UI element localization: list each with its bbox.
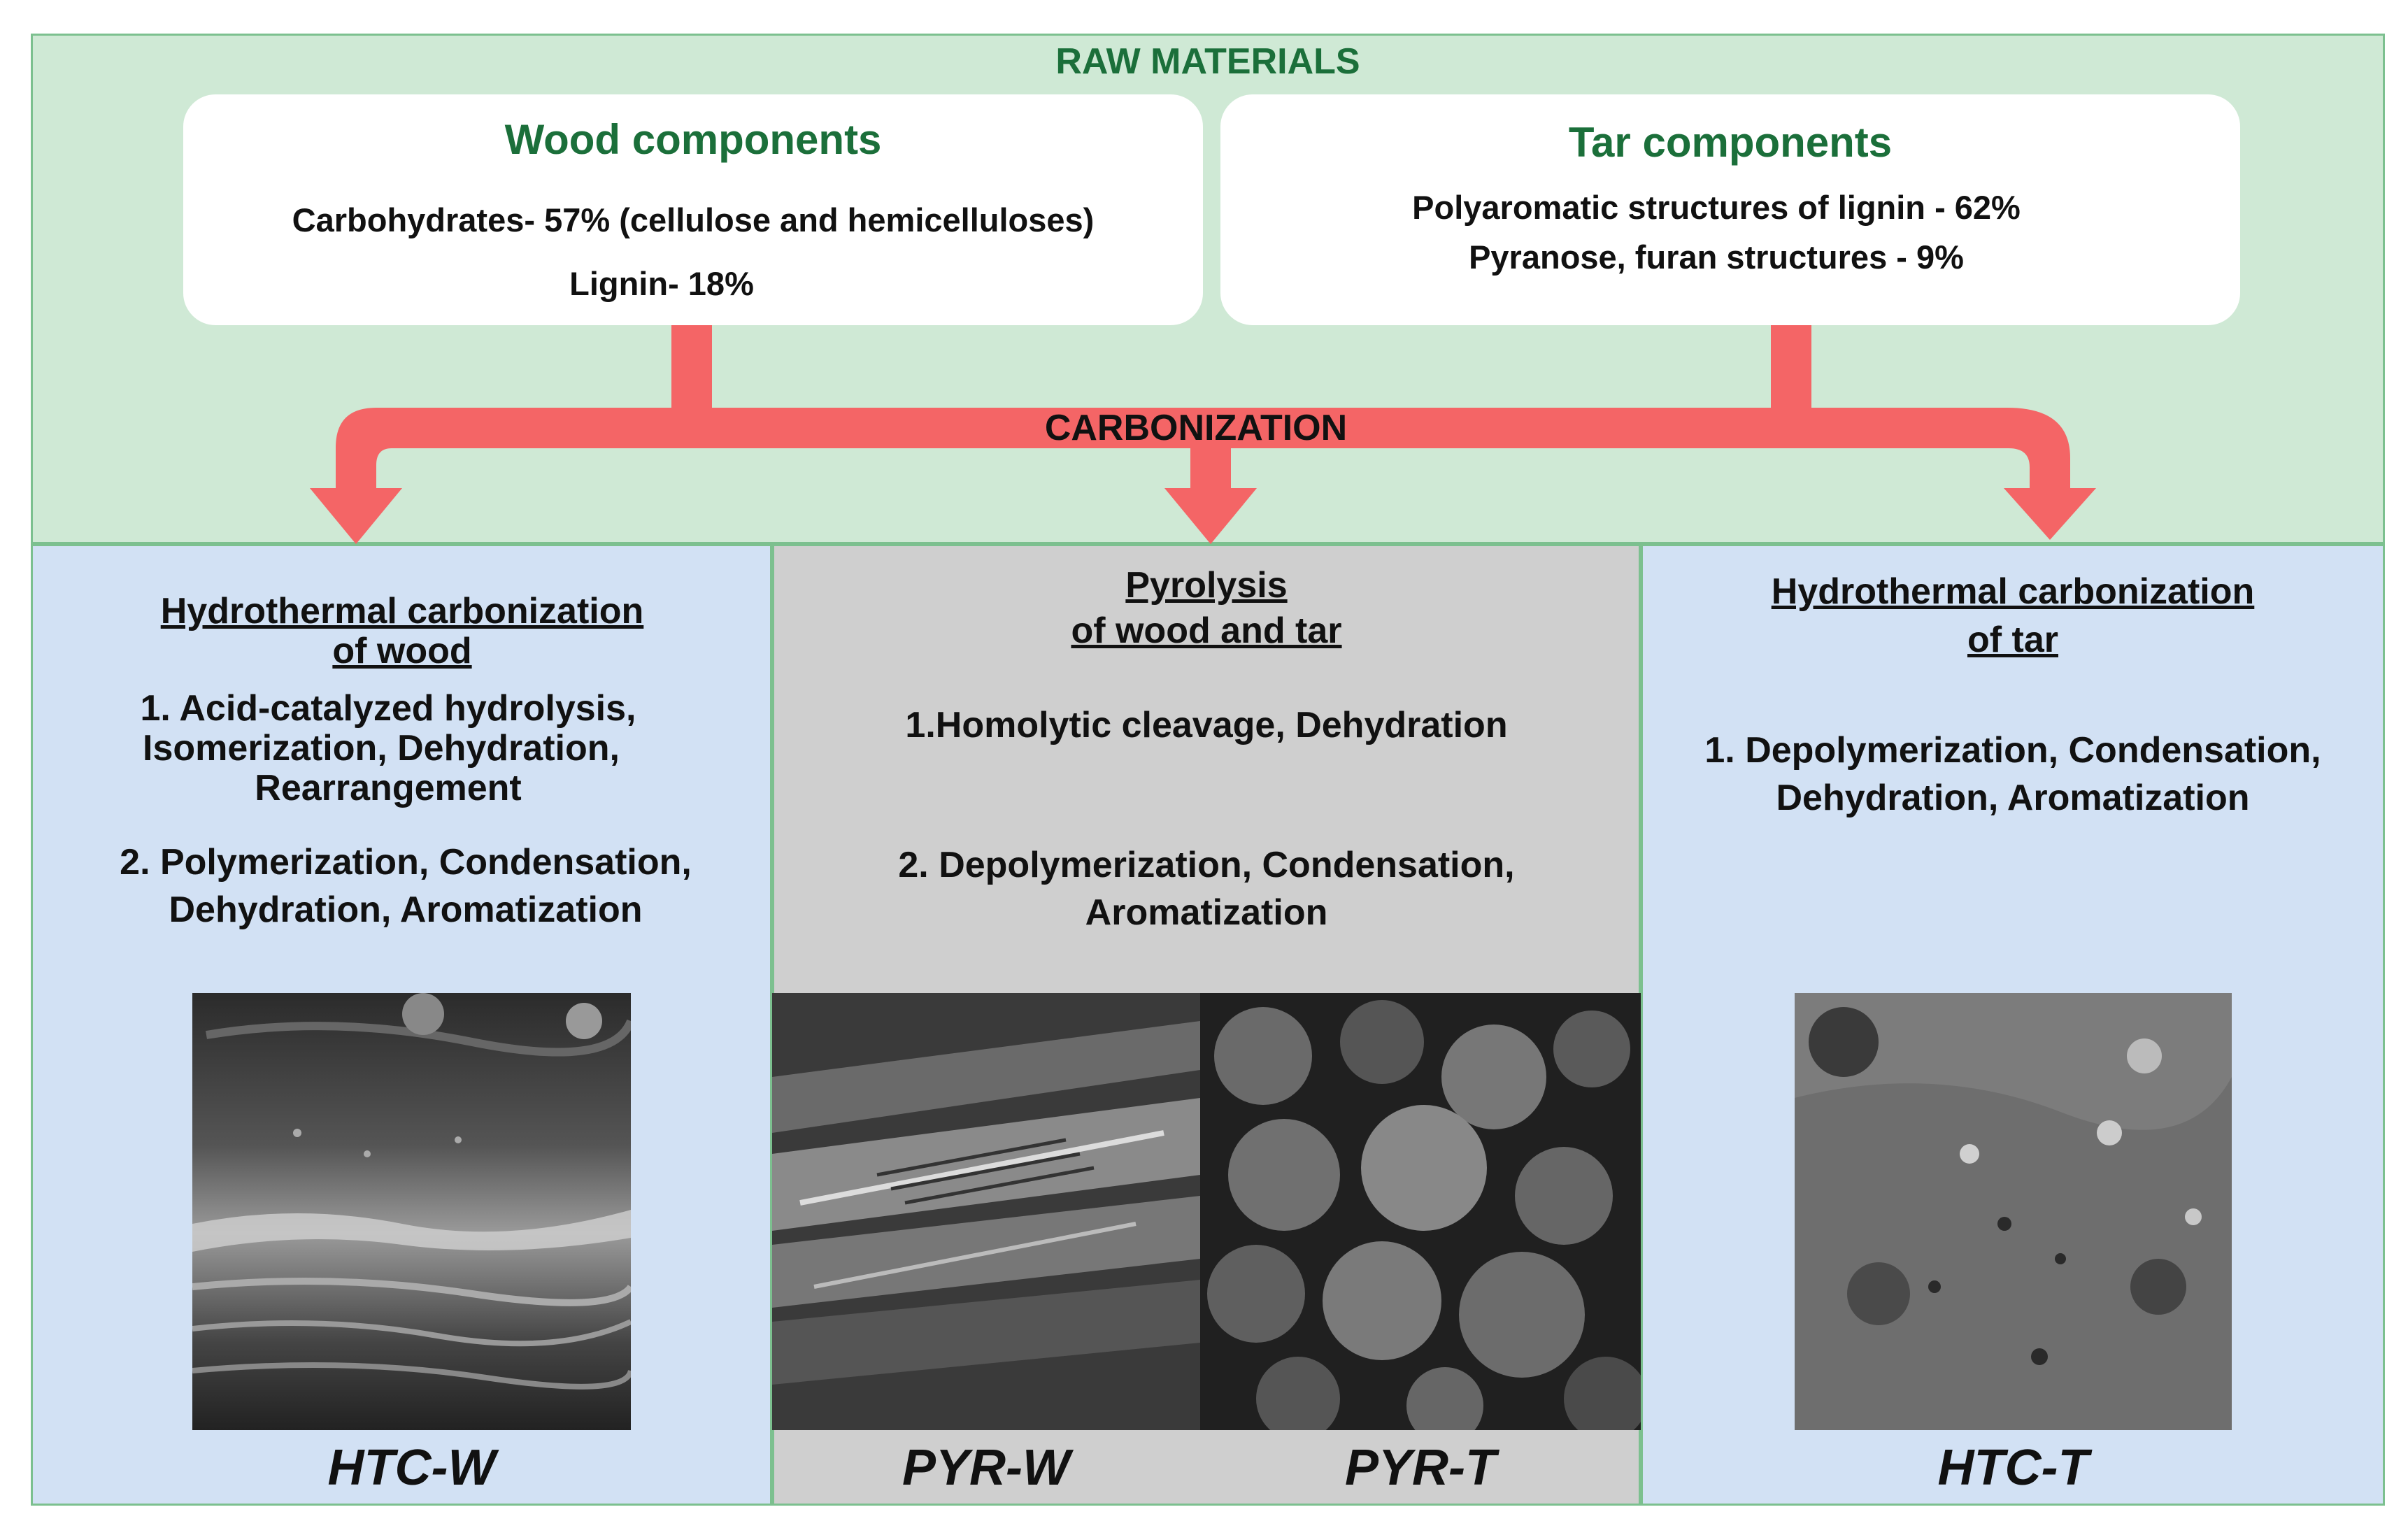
pyr-title-line1: Pyrolysis: [1125, 565, 1288, 606]
pyr-step2-line1: 2. Depolymerization, Condensation,: [898, 845, 1515, 885]
sem-image-pyr-w: [772, 993, 1200, 1430]
htc-t-title-line2: of tar: [1967, 620, 2058, 660]
htc-t-step1-line1: 1. Depolymerization, Condensation,: [1704, 730, 2321, 771]
tar-polyaromatic-line: Polyaromatic structures of lignin - 62%: [1412, 189, 2021, 226]
htc-w-step2-line1: 2. Polymerization, Condensation,: [120, 842, 692, 883]
sem-image-htc-w: [192, 993, 631, 1430]
wood-carbohydrates-line: Carbohydrates- 57% (cellulose and hemice…: [292, 201, 1095, 238]
center-arrow-stem: [1190, 448, 1231, 490]
carbonization-bar: [336, 408, 2070, 490]
htc-t-step1-line2: Dehydration, Aromatization: [1776, 778, 2250, 818]
wood-down-stem: [671, 325, 712, 409]
arrow-head-htc-w: [310, 488, 402, 544]
wood-components-box: Wood components Carbohydrates- 57% (cell…: [183, 94, 1203, 325]
carbonization-label: CARBONIZATION: [1044, 408, 1348, 448]
arrow-head-pyr: [1164, 488, 1257, 544]
htc-w-title-line2: of wood: [332, 631, 472, 671]
htc-w-step1-line1: 1. Acid-catalyzed hydrolysis,: [140, 688, 636, 729]
pyr-title-line2: of wood and tar: [1071, 611, 1342, 651]
pyr-step2-line2: Aromatization: [1085, 892, 1328, 933]
arrow-head-htc-t: [2004, 488, 2096, 540]
pyr-step1: 1.Homolytic cleavage, Dehydration: [905, 705, 1508, 745]
label-htc-w: HTC-W: [327, 1440, 496, 1496]
wood-lignin-line: Lignin- 18%: [569, 265, 754, 302]
tar-pyranose-line: Pyranose, furan structures - 9%: [1469, 238, 1964, 276]
htc-w-step1-line2: Isomerization, Dehydration,: [143, 728, 620, 769]
label-pyr-w: PYR-W: [902, 1440, 1070, 1496]
sem-image-htc-t: [1795, 993, 2232, 1430]
tar-down-stem: [1771, 325, 1811, 409]
wood-components-title: Wood components: [504, 116, 882, 163]
htc-w-step2-line2: Dehydration, Aromatization: [169, 890, 643, 930]
htc-t-title-line1: Hydrothermal carbonization: [1771, 571, 2255, 612]
tar-components-title: Tar components: [1568, 119, 1893, 166]
carbonization-arrows: [310, 325, 2096, 544]
raw-materials-title: RAW MATERIALS: [1055, 41, 1360, 82]
tar-components-box: Tar components Polyaromatic structures o…: [1220, 94, 2240, 325]
sem-image-pyr-t: [1200, 993, 1641, 1430]
htc-w-step1-line3: Rearrangement: [255, 768, 522, 808]
htc-w-title-line1: Hydrothermal carbonization: [160, 591, 644, 631]
label-htc-t: HTC-T: [1937, 1440, 2089, 1496]
label-pyr-t: PYR-T: [1345, 1440, 1496, 1496]
